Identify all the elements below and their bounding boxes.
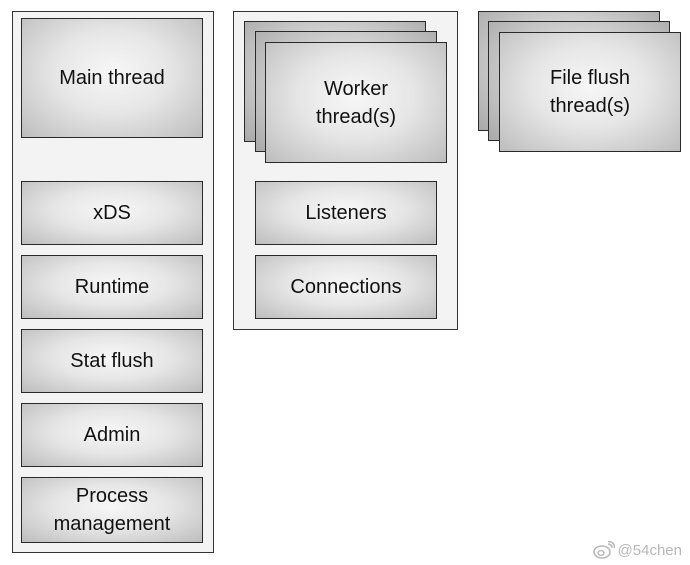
connections-box: Connections [255, 255, 437, 319]
main-thread-box: Main thread [21, 18, 203, 138]
worker-thread-box: Worker thread(s) [265, 42, 447, 163]
admin-box: Admin [21, 403, 203, 467]
watermark-text: @54chen [617, 541, 682, 559]
weibo-icon [592, 541, 615, 559]
process-management-box: Process management [21, 477, 203, 543]
watermark: @54chen [592, 541, 682, 559]
stat-flush-box: Stat flush [21, 329, 203, 393]
runtime-box: Runtime [21, 255, 203, 319]
listeners-box: Listeners [255, 181, 437, 245]
xds-box: xDS [21, 181, 203, 245]
file-flush-thread-box: File flush thread(s) [499, 32, 681, 152]
